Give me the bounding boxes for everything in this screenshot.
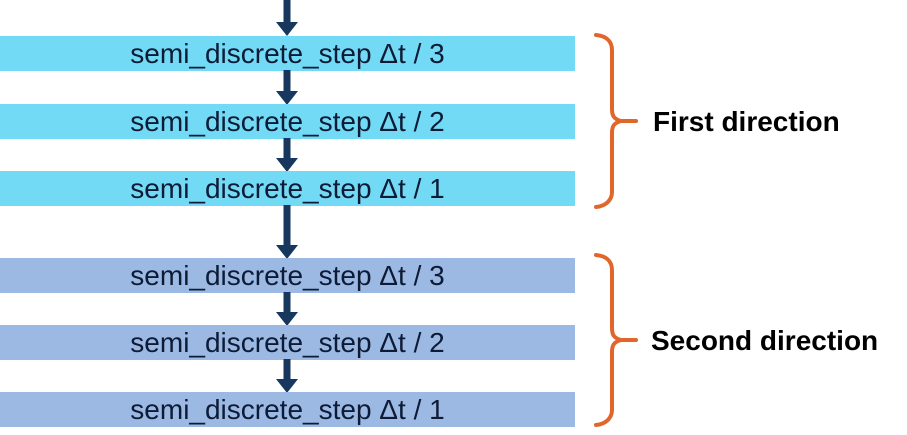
step-box-label: semi_discrete_step Δt / 1: [130, 393, 445, 425]
down-arrow-icon: [276, 0, 298, 36]
step-box-label: semi_discrete_step Δt / 2: [130, 326, 445, 358]
down-arrow-icon: [276, 359, 298, 393]
second-direction-label: Second direction: [651, 325, 879, 356]
down-arrow-icon: [276, 205, 298, 259]
step-box: semi_discrete_step Δt / 3: [0, 36, 575, 71]
right-brace-icon: [594, 33, 638, 209]
down-arrow-icon: [276, 292, 298, 326]
step-box-label: semi_discrete_step Δt / 1: [130, 172, 445, 204]
step-box: semi_discrete_step Δt / 1: [0, 171, 575, 206]
step-box: semi_discrete_step Δt / 2: [0, 104, 575, 139]
step-box: semi_discrete_step Δt / 1: [0, 392, 575, 427]
first-direction-label: First direction: [653, 106, 840, 137]
step-box: semi_discrete_step Δt / 2: [0, 325, 575, 360]
step-box: semi_discrete_step Δt / 3: [0, 258, 575, 293]
step-box-label: semi_discrete_step Δt / 3: [130, 37, 445, 69]
right-brace-icon: [594, 253, 638, 427]
step-box-label: semi_discrete_step Δt / 2: [130, 105, 445, 137]
down-arrow-icon: [276, 70, 298, 105]
down-arrow-icon: [276, 138, 298, 172]
step-box-label: semi_discrete_step Δt / 3: [130, 259, 445, 291]
